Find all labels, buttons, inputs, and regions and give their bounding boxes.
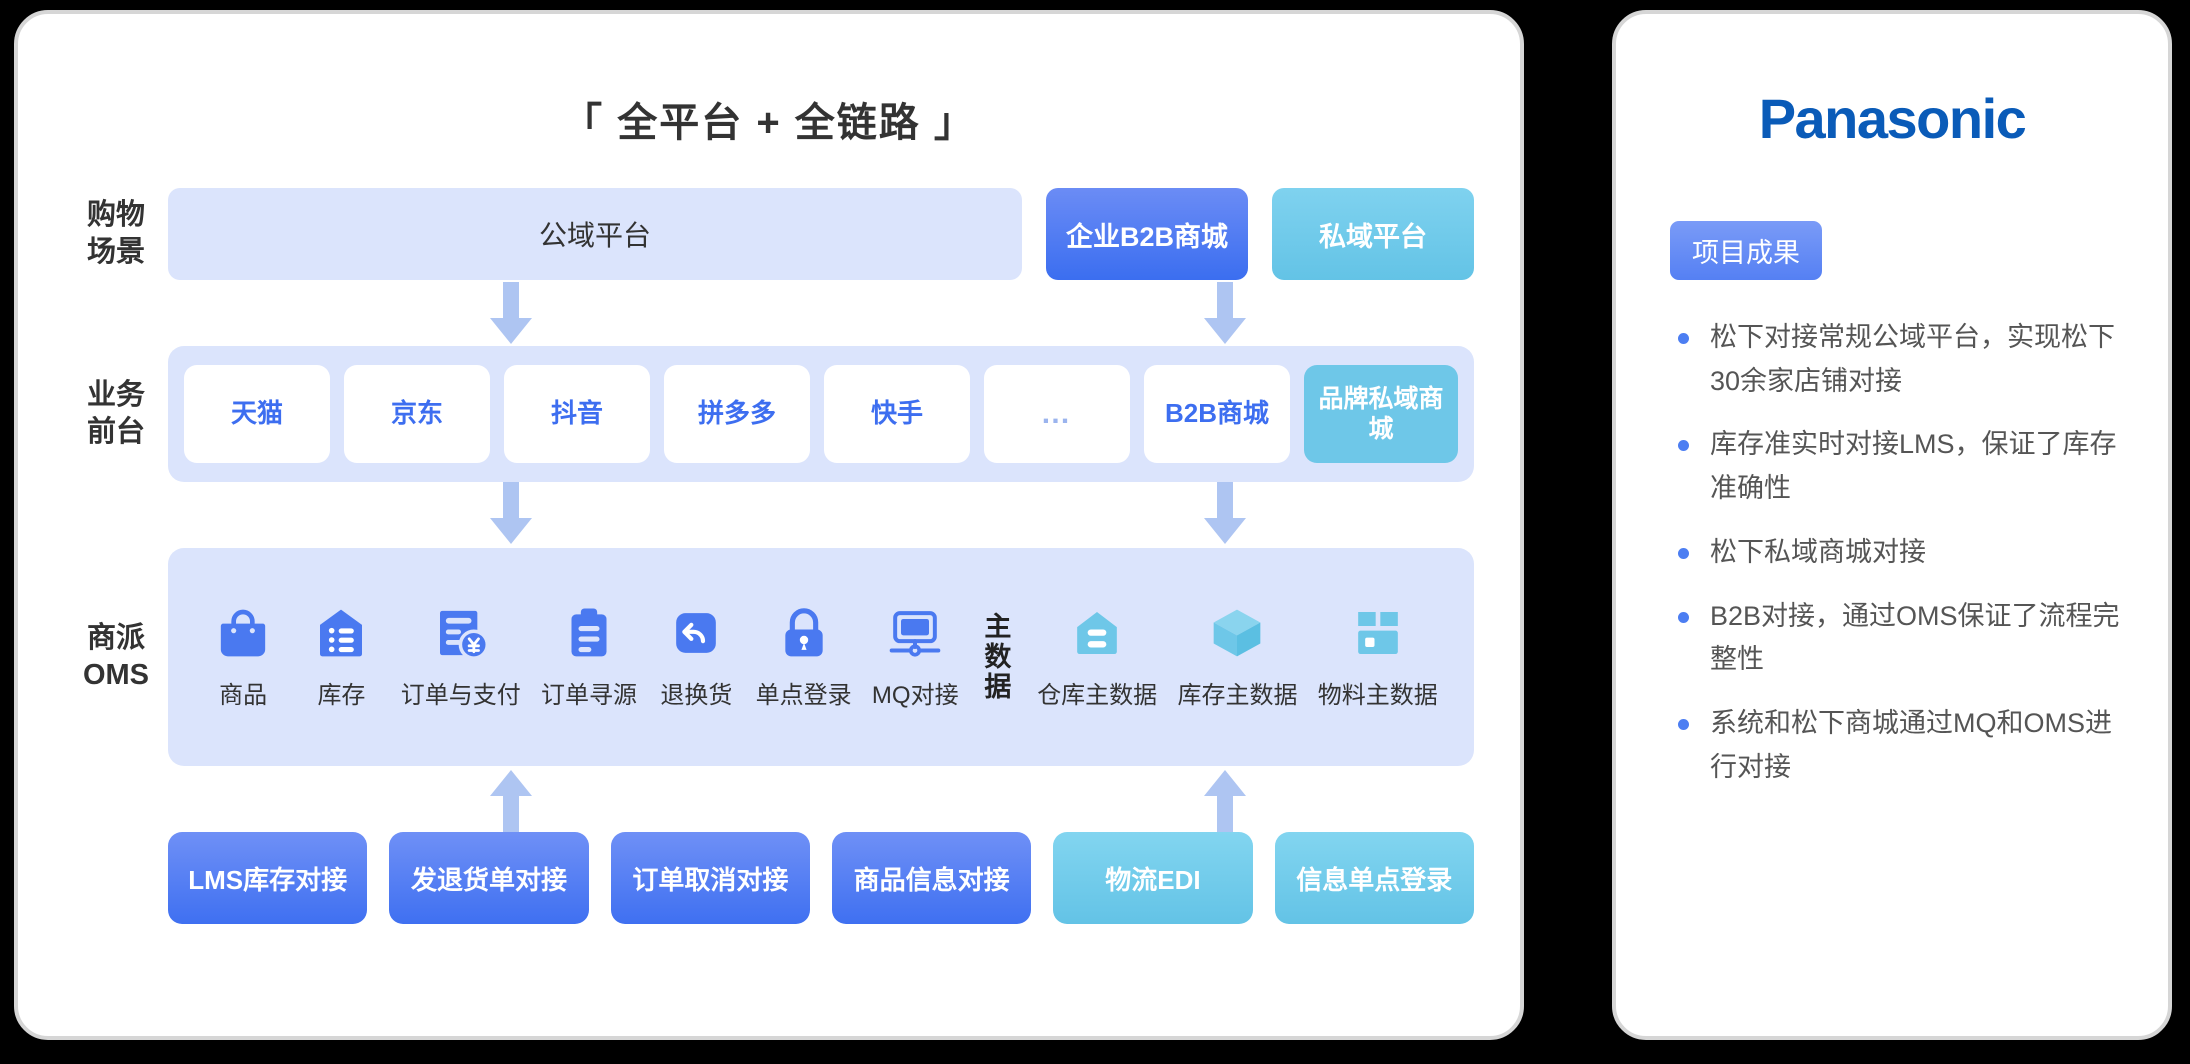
row-label-line-2: OMS <box>82 659 150 691</box>
oms-item-caption: 仓库主数据 <box>1037 681 1158 709</box>
arrow-down-icon-right <box>1198 282 1252 344</box>
status-badge-project-results: 项目成果 <box>1670 221 1822 280</box>
box-public-platform[interactable]: 公域平台 <box>168 188 1022 280</box>
interface-lms-inventory[interactable]: LMS库存对接 <box>168 832 368 924</box>
diagram-body: 购物 场景 公域平台 企业B2B商城 私域平台 <box>18 188 1520 924</box>
oms-item-caption: 库存 <box>317 681 366 709</box>
invoice-yen-icon <box>439 610 489 660</box>
row-label-interfaces-empty <box>64 832 168 924</box>
row-label-line-1: 购物 <box>86 198 145 231</box>
lock-icon <box>784 607 823 656</box>
channel-chip-douyin[interactable]: 抖音 <box>504 365 650 463</box>
oms-item-warehouse-master-data[interactable]: 仓库主数据 <box>1037 605 1157 710</box>
clipboard-icon <box>571 608 607 656</box>
oms-item-caption: 订单寻源 <box>541 681 638 709</box>
master-data-char-2: 数 <box>984 641 1012 672</box>
row-label-front-office: 业务 前台 <box>64 346 168 482</box>
oms-item-caption: 订单与支付 <box>400 681 521 709</box>
row-body-front-office: 天猫 京东 抖音 拼多多 快手 … B2B商城 品牌私域商城 <box>168 346 1474 482</box>
oms-item-caption: 库存主数据 <box>1177 681 1298 709</box>
oms-item-caption: 单点登录 <box>755 681 852 709</box>
channel-chip-brand-private-mall[interactable]: 品牌私域商城 <box>1304 365 1458 463</box>
list-item: 松下对接常规公域平台，实现松下30余家店铺对接 <box>1674 316 2130 403</box>
arrow-down-icon-right <box>1198 482 1252 544</box>
master-data-char-3: 据 <box>984 672 1012 703</box>
panasonic-logo: Panasonic <box>1758 87 2027 150</box>
channel-chip-more[interactable]: … <box>984 365 1130 463</box>
oms-item-caption: MQ对接 <box>871 681 959 709</box>
master-data-label: 主 数 据 <box>979 612 1017 703</box>
list-item: 松下私域商城对接 <box>1674 531 2130 575</box>
row-label-line-1: 商派 <box>86 621 145 654</box>
oms-item-order-sourcing[interactable]: 订单寻源 <box>541 605 637 710</box>
channel-chip-kuaishou[interactable]: 快手 <box>824 365 970 463</box>
box-icon <box>1357 611 1398 654</box>
row-label-line-2: 场景 <box>86 236 145 268</box>
oms-item-caption: 商品 <box>219 681 268 709</box>
interface-order-cancel[interactable]: 订单取消对接 <box>610 832 810 924</box>
badge-container: 项目成果 <box>1616 221 2168 280</box>
row-label-oms: 商派 OMS <box>64 548 168 766</box>
oms-container: 商品 库存 <box>168 548 1474 766</box>
interface-product-info[interactable]: 商品信息对接 <box>831 832 1032 924</box>
interface-logistics-edi[interactable]: 物流EDI <box>1053 832 1253 924</box>
master-data-char-1: 主 <box>984 611 1012 642</box>
front-office-container: 天猫 京东 抖音 拼多多 快手 … B2B商城 品牌私域商城 <box>168 346 1474 482</box>
oms-item-inventory[interactable]: 库存 <box>302 605 380 710</box>
row-interfaces: LMS库存对接 发退货单对接 订单取消对接 商品信息对接 物流EDI 信息单点登… <box>64 832 1474 924</box>
project-results-list: 松下对接常规公域平台，实现松下30余家店铺对接 库存准实时对接LMS，保证了库存… <box>1616 316 2168 790</box>
row-shopping-scene: 购物 场景 公域平台 企业B2B商城 私域平台 <box>64 188 1474 280</box>
interface-return-shipment[interactable]: 发退货单对接 <box>389 832 589 924</box>
shopping-bag-icon <box>220 609 266 656</box>
warehouse-icon <box>1077 611 1118 654</box>
box-private-platform[interactable]: 私域平台 <box>1272 188 1474 280</box>
return-arrow-icon <box>676 612 717 653</box>
page-title: 「 全平台 + 全链路 」 <box>562 101 976 145</box>
list-item: 系统和松下商城通过MQ和OMS进行对接 <box>1674 702 2130 789</box>
arrow-down-icon-left <box>484 282 538 344</box>
arrow-strip-scene-to-front <box>168 280 1474 346</box>
oms-item-sso[interactable]: 单点登录 <box>756 605 852 710</box>
row-body-oms: 商品 库存 <box>168 548 1474 766</box>
list-item: 库存准实时对接LMS，保证了库存准确性 <box>1674 423 2130 510</box>
warehouse-list-icon <box>320 609 363 656</box>
oms-item-caption: 退换货 <box>660 681 733 709</box>
oms-item-return-exchange[interactable]: 退换货 <box>657 605 735 710</box>
oms-item-product[interactable]: 商品 <box>204 605 282 710</box>
arrow-down-icon-left <box>484 482 538 544</box>
architecture-diagram-card: 「 全平台 + 全链路 」 购物 场景 公域平台 企业B2B商城 私域平台 <box>14 10 1524 1040</box>
interface-info-sso[interactable]: 信息单点登录 <box>1274 832 1474 924</box>
oms-item-caption: 物料主数据 <box>1317 681 1438 709</box>
oms-item-material-master-data[interactable]: 物料主数据 <box>1318 605 1438 710</box>
row-body-shopping-scene: 公域平台 企业B2B商城 私域平台 <box>168 188 1474 280</box>
row-label-shopping-scene: 购物 场景 <box>64 188 168 280</box>
channel-chip-tmall[interactable]: 天猫 <box>184 365 330 463</box>
channel-chip-pinduoduo[interactable]: 拼多多 <box>664 365 810 463</box>
row-front-office: 业务 前台 天猫 京东 抖音 拼多多 快手 … B2B商城 品牌私域商城 <box>64 346 1474 482</box>
channel-chip-jd[interactable]: 京东 <box>344 365 490 463</box>
row-label-line-2: 前台 <box>86 416 145 448</box>
project-results-card: Panasonic 项目成果 松下对接常规公域平台，实现松下30余家店铺对接 库… <box>1612 10 2172 1040</box>
arrow-up-icon-right <box>1198 770 1252 832</box>
cube-icon <box>1214 609 1261 656</box>
arrow-strip-front-to-oms <box>168 482 1474 548</box>
channel-chip-b2b-mall[interactable]: B2B商城 <box>1144 365 1290 463</box>
row-label-line-1: 业务 <box>86 378 145 411</box>
oms-item-mq-integration[interactable]: MQ对接 <box>872 605 959 710</box>
arrow-strip-interfaces-to-oms <box>168 766 1474 832</box>
oms-item-inventory-master-data[interactable]: 库存主数据 <box>1177 605 1297 710</box>
arrow-up-icon-left <box>484 770 538 832</box>
interfaces-container: LMS库存对接 发退货单对接 订单取消对接 商品信息对接 物流EDI 信息单点登… <box>168 832 1474 924</box>
box-enterprise-b2b-mall[interactable]: 企业B2B商城 <box>1046 188 1248 280</box>
list-item: B2B对接，通过OMS保证了流程完整性 <box>1674 595 2130 682</box>
oms-item-order-payment[interactable]: 订单与支付 <box>401 605 521 710</box>
row-body-interfaces: LMS库存对接 发退货单对接 订单取消对接 商品信息对接 物流EDI 信息单点登… <box>168 832 1474 924</box>
row-oms: 商派 OMS 商品 <box>64 548 1474 766</box>
network-monitor-icon <box>889 610 941 657</box>
